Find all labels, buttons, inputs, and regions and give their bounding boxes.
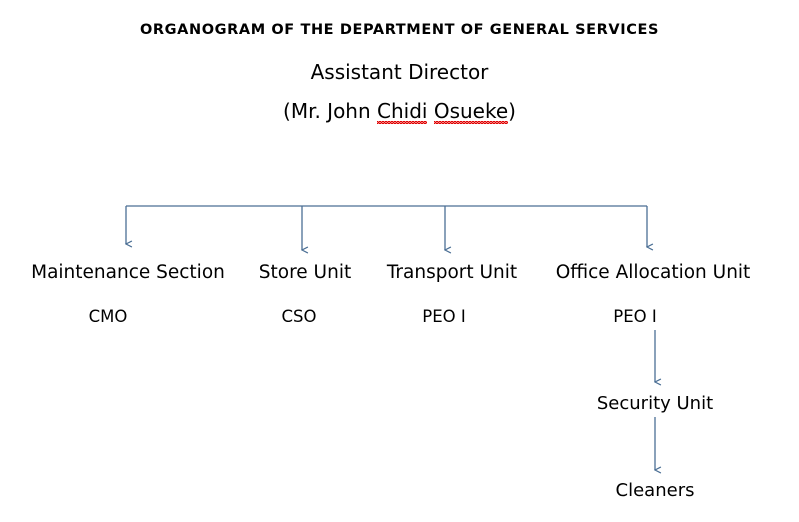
- person-name-osueke: Osueke: [433, 99, 509, 124]
- sub-node-security-unit: Security Unit: [596, 393, 714, 414]
- branch-unit-store-unit: Store Unit: [258, 262, 352, 283]
- branch-staff-cso: CSO: [281, 307, 317, 326]
- person-open-paren: (Mr. John: [283, 99, 378, 123]
- branch-unit-maintenance-section: Maintenance Section: [31, 262, 225, 283]
- page-title: ORGANOGRAM OF THE DEPARTMENT OF GENERAL …: [139, 22, 660, 38]
- branch-staff-peo-i-office-allocation: PEO I: [613, 307, 657, 326]
- person-close-paren: ): [508, 99, 516, 123]
- sub-node-cleaners: Cleaners: [615, 480, 695, 501]
- branch-staff-peo-i-transport: PEO I: [422, 307, 466, 326]
- branch-unit-transport-unit: Transport Unit: [386, 262, 518, 283]
- root-node-person: (Mr. John Chidi Osueke): [0, 99, 799, 124]
- branch-unit-office-allocation-unit: Office Allocation Unit: [555, 262, 751, 283]
- root-node-role: Assistant Director: [310, 60, 489, 84]
- branch-staff-cmo: CMO: [88, 307, 128, 326]
- person-name-chidi: Chidi: [377, 99, 428, 124]
